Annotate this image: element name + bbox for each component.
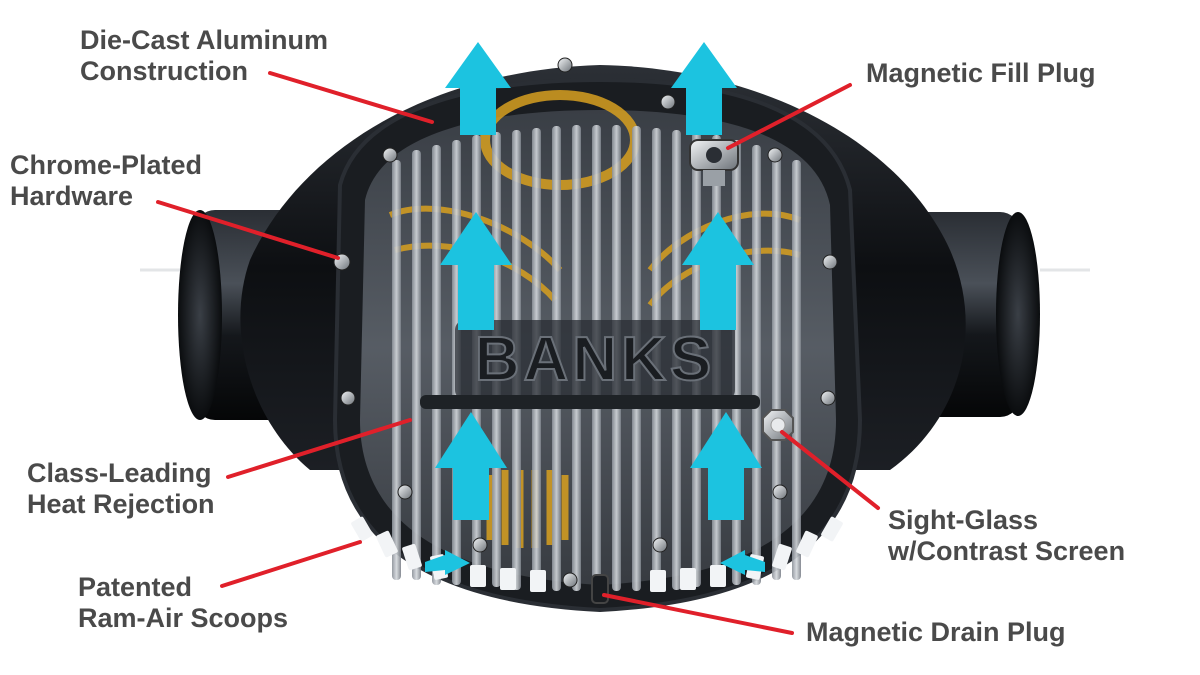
callout-die-cast: Die-Cast Aluminum Construction [80, 25, 328, 87]
bolt-head-icon [382, 147, 398, 163]
brand-logo-text: BANKS [475, 325, 715, 394]
callout-die-cast-line1: Die-Cast Aluminum [80, 25, 329, 55]
callout-heat-line1: Class-Leading [27, 458, 212, 488]
up-arrow-icon [440, 212, 512, 330]
up-arrow-icon [671, 42, 737, 135]
leader-chrome [156, 200, 340, 260]
leader-ram-air [220, 540, 362, 588]
callout-sight-glass-line1: Sight-Glass [888, 505, 1039, 535]
drain-plug [591, 574, 609, 604]
up-arrow-icon [435, 412, 507, 520]
callout-chrome-line1: Chrome-Plated [10, 150, 203, 180]
bolt-head-icon [652, 537, 668, 553]
callout-sight-glass: Sight-Glass w/Contrast Screen [888, 505, 1125, 567]
callout-ram-air-line2: Ram-Air Scoops [78, 603, 289, 633]
airflow-arrows [425, 42, 765, 575]
bolt-head-icon [660, 94, 676, 110]
leader-lines [156, 71, 880, 635]
callout-sight-glass-line2: w/Contrast Screen [888, 536, 1126, 566]
center-rib [420, 395, 760, 409]
fill-plug [689, 139, 739, 186]
bolt-head-icon [397, 484, 413, 500]
up-arrow-icon [690, 412, 762, 520]
callout-die-cast-line2: Construction [80, 56, 248, 86]
bolt-head-icon [557, 57, 573, 73]
callout-heat: Class-Leading Heat Rejection [27, 458, 215, 520]
scoop-arrow-icon [720, 550, 765, 575]
scoop-arrow-icon [425, 550, 470, 575]
cover-bolts [333, 57, 838, 588]
callout-drain-plug: Magnetic Drain Plug [806, 617, 1066, 648]
up-arrow-icon [445, 42, 511, 135]
callout-heat-line2: Heat Rejection [27, 489, 215, 519]
callout-chrome-line2: Hardware [10, 181, 134, 211]
leader-sight-glass [780, 430, 880, 510]
callout-drain-plug-line1: Magnetic Drain Plug [806, 617, 1066, 647]
bolt-head-icon [820, 390, 836, 406]
callout-ram-air-line1: Patented [78, 572, 193, 602]
left-axle-end [178, 210, 222, 420]
leader-drain-plug [602, 593, 794, 635]
bolt-head-icon [767, 147, 783, 163]
bolt-head-icon [340, 390, 356, 406]
callout-chrome: Chrome-Plated Hardware [10, 150, 202, 212]
logo-panel [455, 320, 735, 400]
bolt-head-icon [822, 254, 838, 270]
bolt-head-icon [562, 572, 578, 588]
leader-heat [226, 418, 412, 479]
bolt-head-icon [772, 484, 788, 500]
leader-die-cast [268, 71, 434, 124]
leader-fill-plug [726, 83, 852, 150]
callout-fill-plug: Magnetic Fill Plug [866, 58, 1096, 89]
callout-ram-air: Patented Ram-Air Scoops [78, 572, 288, 634]
bolt-head-icon [472, 537, 488, 553]
callout-fill-plug-line1: Magnetic Fill Plug [866, 58, 1096, 88]
right-axle-end [996, 212, 1040, 416]
up-arrow-icon [682, 212, 754, 330]
